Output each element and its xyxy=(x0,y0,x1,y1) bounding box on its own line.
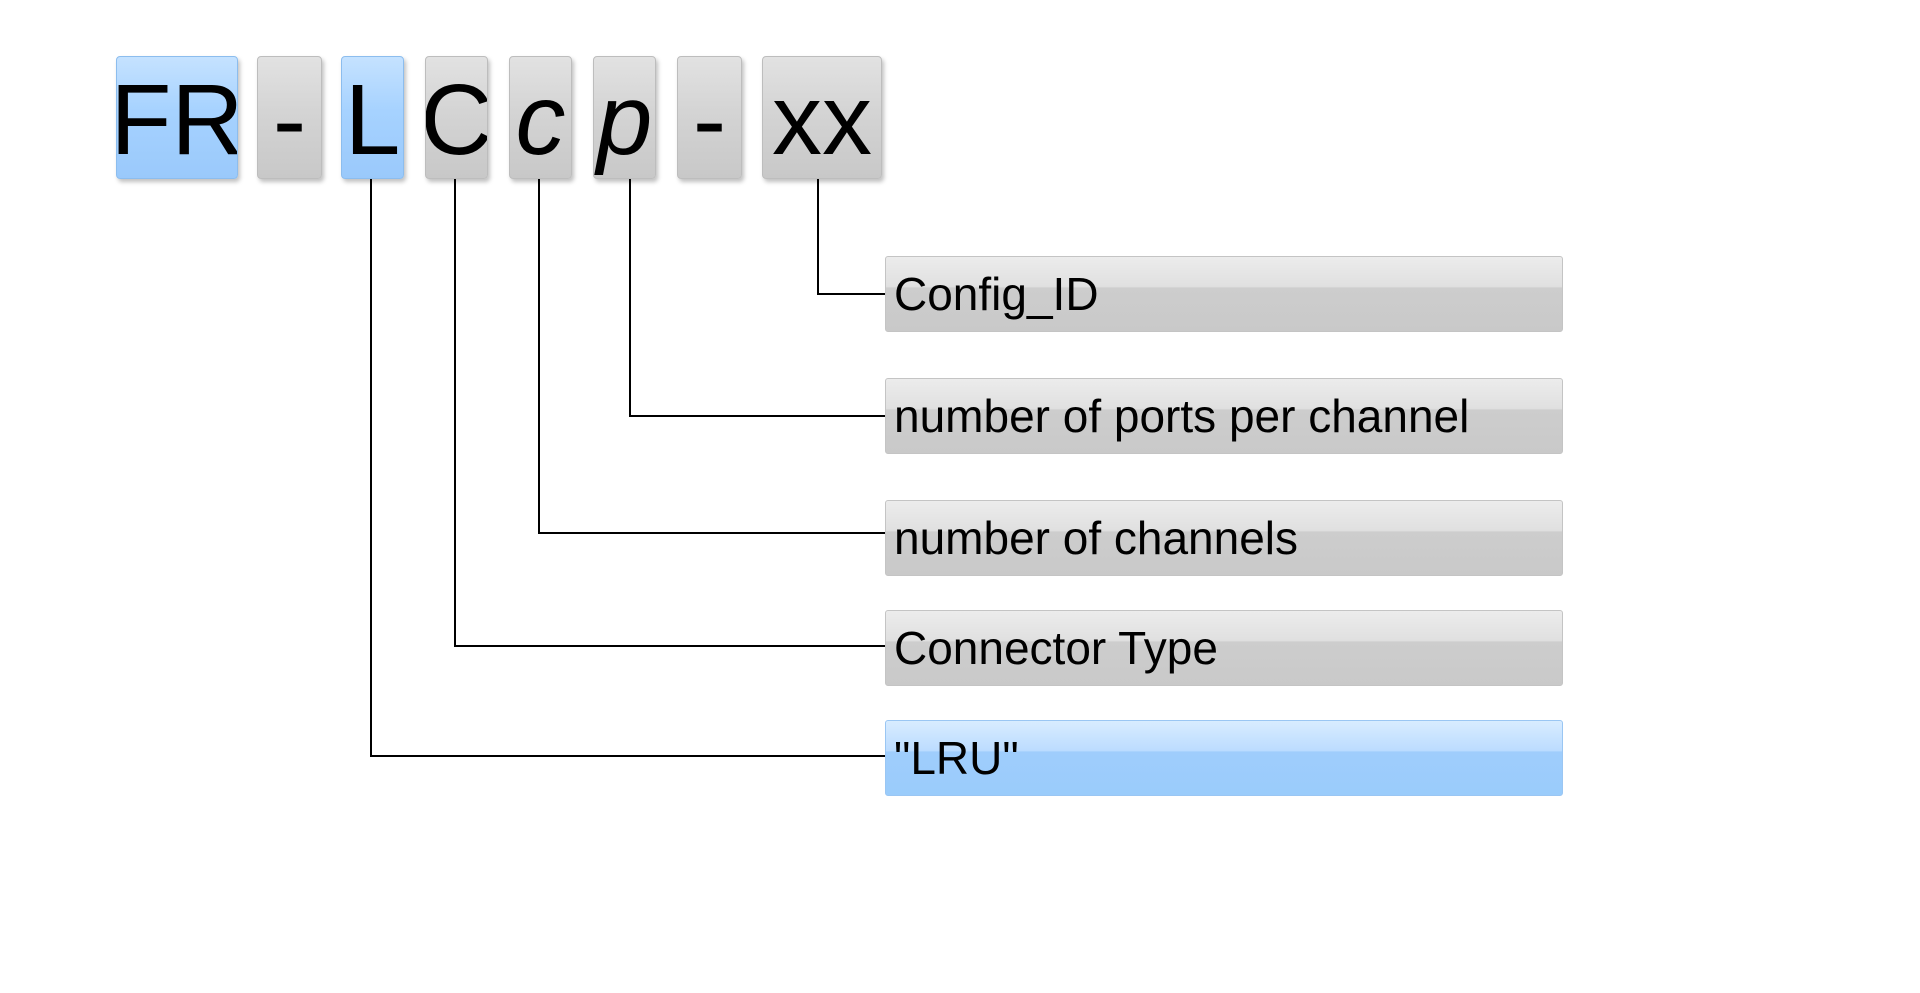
segment-xx: xx xyxy=(762,56,882,179)
segment-c-lower: c xyxy=(509,56,572,179)
segment-l-text: L xyxy=(344,63,401,176)
segment-dash-2-text: - xyxy=(692,63,727,176)
label-lru: "LRU" xyxy=(885,720,1563,796)
segment-c-lower-text: c xyxy=(515,63,566,176)
segment-c-upper: C xyxy=(425,56,488,179)
connector-p-to-ports-per-channel xyxy=(629,178,885,417)
label-channels-text: number of channels xyxy=(894,512,1299,564)
segment-l: L xyxy=(341,56,404,179)
label-channels: number of channels xyxy=(885,500,1563,576)
connector-c-lower-to-channels xyxy=(538,178,885,534)
segment-c-upper-text: C xyxy=(426,70,487,170)
connector-l-to-lru xyxy=(370,178,885,757)
segment-p-text: p xyxy=(596,63,653,176)
connector-c-upper-to-connector-type xyxy=(454,178,885,647)
segment-fr: FR xyxy=(116,56,238,179)
segment-dash-2: - xyxy=(677,56,742,179)
label-config-id: Config_ID xyxy=(885,256,1563,332)
segment-fr-text: FR xyxy=(116,63,238,176)
label-lru-text: "LRU" xyxy=(894,732,1019,784)
label-ports-per-channel: number of ports per channel xyxy=(885,378,1563,454)
label-ports-per-channel-text: number of ports per channel xyxy=(894,390,1470,442)
connector-xx-to-config-id xyxy=(817,178,885,295)
segment-xx-text: xx xyxy=(772,63,872,176)
label-connector-type: Connector Type xyxy=(885,610,1563,686)
label-config-id-text: Config_ID xyxy=(894,268,1099,320)
segment-dash-1-text: - xyxy=(272,63,307,176)
segment-dash-1: - xyxy=(257,56,322,179)
label-connector-type-text: Connector Type xyxy=(894,622,1218,674)
segment-p: p xyxy=(593,56,656,179)
